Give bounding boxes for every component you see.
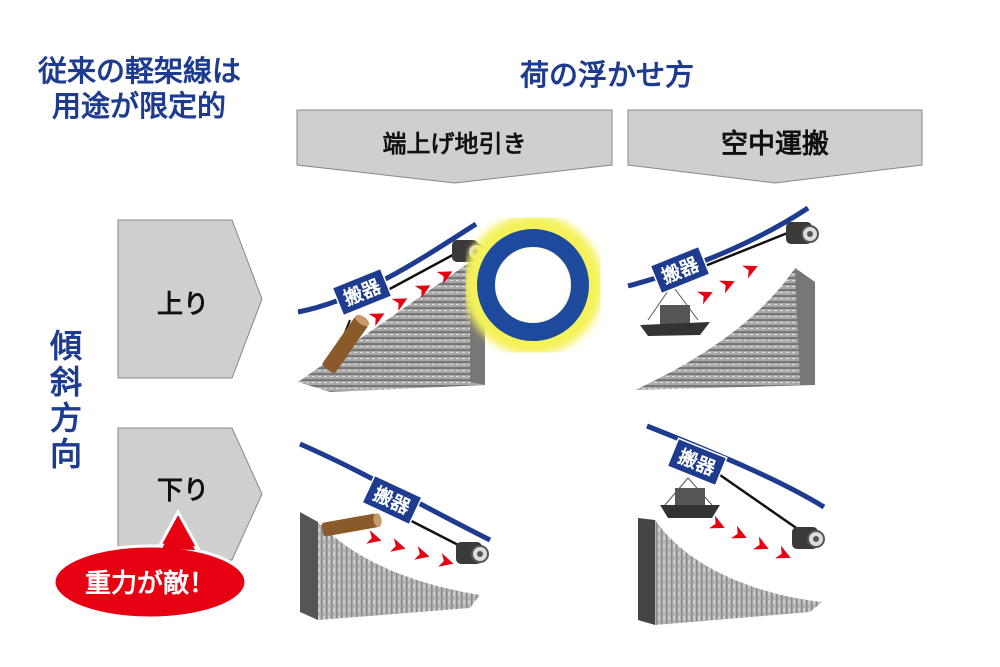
- axis-label-slope-direction: 傾斜方向: [50, 327, 83, 473]
- row-label-uphill: 上り: [156, 290, 209, 320]
- column-header-aerial: [627, 109, 923, 184]
- carriage-badge: 搬器: [649, 245, 711, 295]
- column-label-aerial: 空中運搬: [721, 129, 829, 160]
- main-title: 荷の浮かせ方: [520, 58, 695, 92]
- panel-downhill-skidding: [299, 441, 492, 620]
- panel-uphill-aerial: [627, 205, 819, 390]
- carriage-badge: 搬器: [666, 437, 728, 487]
- svg-text:重力が敵！: 重力が敵！: [85, 568, 215, 599]
- suspended-load: [660, 477, 720, 518]
- column-label-end-lift: 端上げ地引き: [382, 130, 527, 158]
- panel-uphill-skidding: [297, 221, 485, 392]
- row-label-downhill: 下り: [156, 476, 209, 506]
- row-header-downhill: [117, 427, 263, 561]
- gravity-callout: 重力が敵！: [52, 508, 248, 620]
- carriage-badge: 搬器: [331, 267, 393, 317]
- suspended-load: [640, 284, 710, 336]
- left-title-line1: 従来の軽架線は: [38, 54, 242, 88]
- left-title-line2: 用途が限定的: [52, 89, 227, 123]
- highlight-circle-icon: [463, 215, 603, 355]
- column-header-end-lift: [296, 109, 613, 184]
- panel-downhill-aerial: [638, 423, 826, 625]
- row-header-uphill: [117, 219, 263, 379]
